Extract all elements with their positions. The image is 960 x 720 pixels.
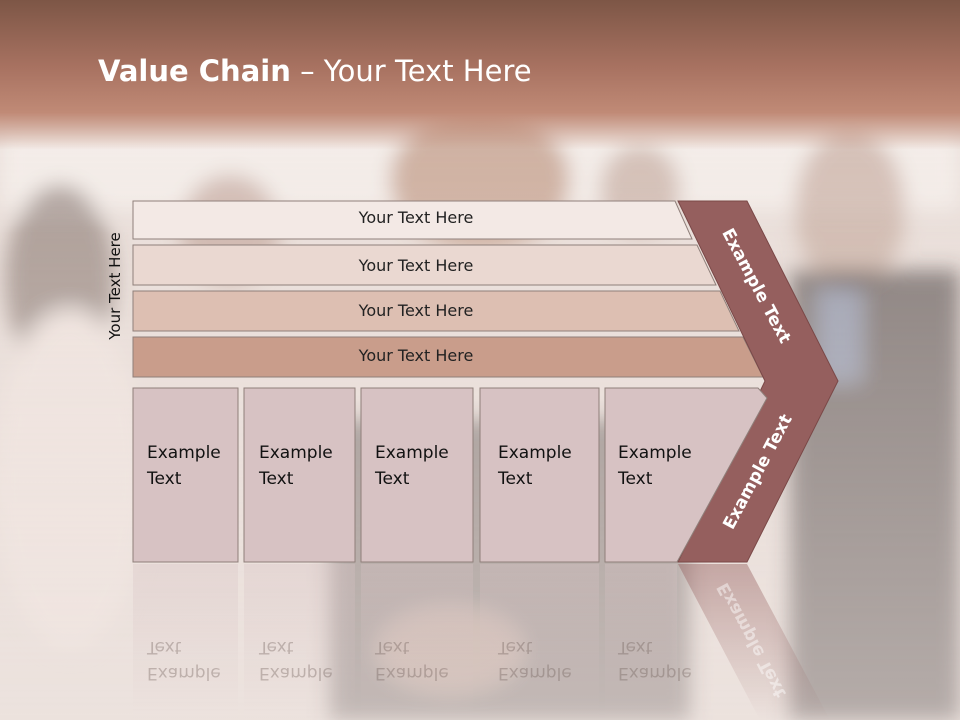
- primary-cell-3: [360, 387, 474, 563]
- reflection-cell-4: [480, 564, 599, 720]
- refl-3-line1: Example: [375, 663, 449, 683]
- reflection-cell-5-label: Example Text: [618, 634, 692, 686]
- cell-2-line1: Example: [259, 443, 333, 463]
- support-row-3-label: Your Text Here: [358, 301, 474, 320]
- support-row-4-label: Your Text Here: [358, 346, 474, 365]
- slide-title: Value Chain – Your Text Here: [98, 54, 532, 88]
- title-rest: – Your Text Here: [290, 54, 532, 88]
- reflection-cell-3: [361, 564, 473, 720]
- primary-cell-4: [479, 387, 600, 563]
- primary-cell-5: [604, 387, 768, 563]
- refl-4-line2: Text: [498, 637, 533, 657]
- cell-4-line2: Text: [498, 469, 533, 489]
- cell-4-line1: Example: [498, 443, 572, 463]
- cell-3-line2: Text: [375, 469, 410, 489]
- refl-2-line1: Example: [259, 663, 333, 683]
- refl-3-line2: Text: [375, 637, 410, 657]
- cell-5-line2: Text: [618, 469, 653, 489]
- primary-cell-2: [243, 387, 356, 563]
- support-row-3: [132, 290, 740, 332]
- reflection-cell-2: [244, 564, 355, 720]
- reflection-cell-1: [133, 564, 238, 720]
- support-row-2: [132, 244, 717, 286]
- cell-2-line2: Text: [259, 469, 294, 489]
- title-bold: Value Chain: [98, 54, 291, 88]
- reflection-cell-5: [605, 564, 677, 720]
- cell-3-line1: Example: [375, 443, 449, 463]
- support-row-1-label: Your Text Here: [358, 208, 474, 227]
- refl-5-line1: Example: [618, 663, 692, 683]
- reflection-cell-3-label: Example Text: [375, 634, 449, 686]
- reflection-cell-1-label: Example Text: [147, 634, 221, 686]
- reflection-arrow: [678, 564, 830, 720]
- support-row-1: [132, 200, 693, 240]
- reflection-cell-2-label: Example Text: [259, 634, 333, 686]
- cell-1-line2: Text: [147, 469, 182, 489]
- refl-2-line2: Text: [259, 637, 294, 657]
- refl-1-line2: Text: [147, 637, 182, 657]
- primary-cell-1: [132, 387, 239, 563]
- refl-1-line1: Example: [147, 663, 221, 683]
- support-row-2-label: Your Text Here: [358, 256, 474, 275]
- refl-5-line2: Text: [618, 637, 653, 657]
- cell-5-line1: Example: [618, 443, 692, 463]
- title-band: [0, 0, 960, 150]
- refl-4-line1: Example: [498, 663, 572, 683]
- cell-1-line1: Example: [147, 443, 221, 463]
- chevron-arrow: [677, 200, 839, 563]
- reflection-cell-4-label: Example Text: [498, 634, 572, 686]
